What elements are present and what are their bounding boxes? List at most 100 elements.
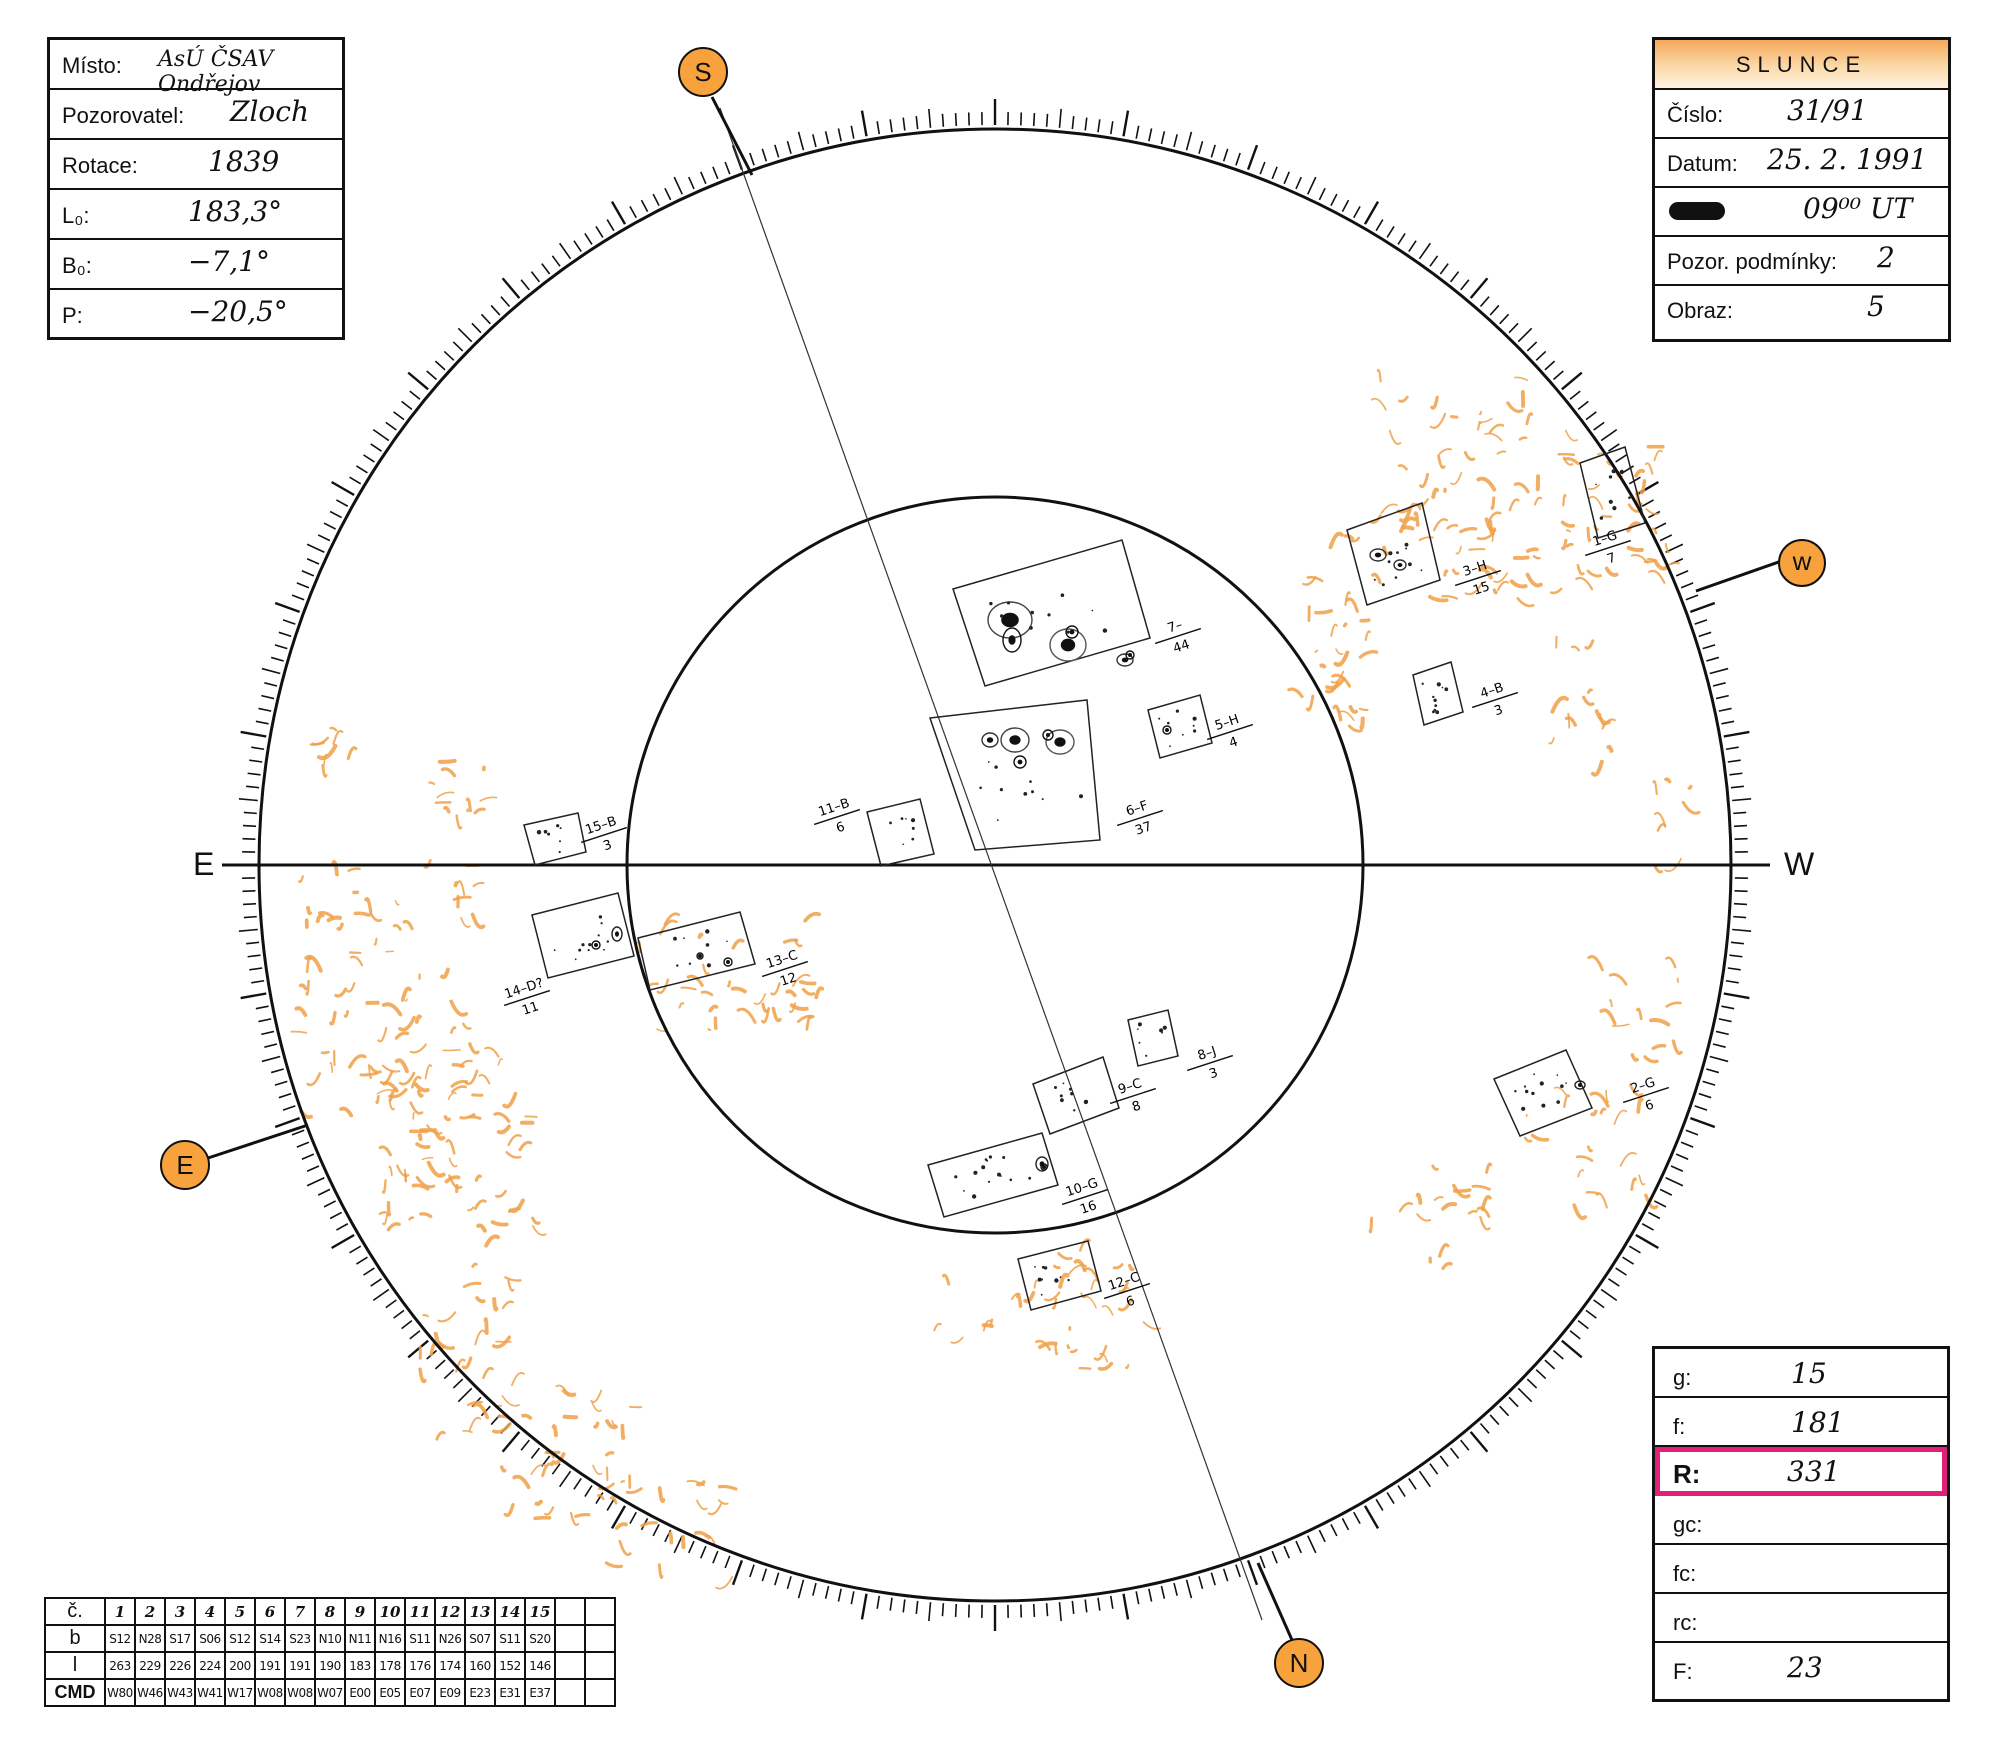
scale-tick	[1635, 1233, 1659, 1250]
region-box	[531, 892, 635, 979]
facula	[346, 982, 356, 993]
r-label: R:	[1673, 1459, 1701, 1489]
facula	[460, 917, 471, 928]
table-cell-l: 176	[404, 1651, 436, 1680]
pore-dot	[1047, 613, 1051, 617]
table-header-cmd: CMD	[44, 1678, 106, 1707]
pore-dot	[1432, 710, 1435, 714]
pore-dot	[1034, 1266, 1036, 1268]
facula	[1335, 648, 1344, 655]
table-cell-b: S12	[104, 1624, 136, 1653]
facula	[294, 1006, 308, 1017]
facula	[443, 805, 451, 814]
facula	[1526, 547, 1539, 553]
facula	[1671, 1039, 1683, 1056]
group-designation: 6–F	[1124, 798, 1150, 819]
sunspot-umbra	[1397, 563, 1403, 567]
facula	[472, 881, 485, 888]
scale-tick	[1307, 176, 1317, 195]
facula	[1588, 495, 1604, 510]
scale-tick	[1544, 1359, 1556, 1370]
facula	[1508, 498, 1520, 512]
scale-tick	[1709, 667, 1729, 675]
scale-tick	[1628, 476, 1641, 485]
e-marker: E	[160, 1140, 210, 1190]
scale-tick	[1469, 277, 1489, 299]
table-cell-b: N16	[374, 1624, 406, 1653]
facula	[1664, 857, 1682, 873]
scale-tick	[1295, 1540, 1303, 1554]
facula	[1638, 1174, 1646, 1186]
scale-tick	[385, 1299, 397, 1309]
scale-tick	[409, 390, 421, 400]
scale-tick	[246, 785, 260, 789]
scale-tick	[243, 811, 257, 815]
facula	[326, 915, 343, 923]
scale-tick	[1363, 201, 1380, 225]
facula	[435, 1430, 446, 1441]
sunspot-regions	[523, 446, 1646, 1311]
facula	[428, 781, 436, 785]
scale-tick	[1723, 992, 1750, 1000]
pore-dot	[1444, 687, 1449, 692]
scale-tick	[1628, 1245, 1641, 1254]
region-box	[952, 539, 1151, 687]
facula	[1555, 635, 1558, 649]
scale-tick	[500, 296, 511, 308]
scale-tick	[1479, 1422, 1490, 1434]
scale-tick	[407, 371, 429, 391]
pore-dot	[1533, 1073, 1535, 1076]
pore-dot	[1137, 1028, 1139, 1030]
scale-tick	[1600, 1288, 1618, 1301]
facula	[426, 1160, 446, 1178]
position-angle-scale	[229, 99, 1761, 1631]
facula	[415, 1142, 431, 1150]
facula	[433, 1128, 446, 1141]
pore-dot	[911, 826, 915, 830]
pore-dot	[987, 1180, 991, 1183]
scale-tick	[372, 1288, 390, 1301]
table-cell-l: 229	[134, 1651, 166, 1680]
facula	[805, 1015, 813, 1031]
facula	[1438, 1243, 1450, 1258]
scale-tick	[393, 1309, 405, 1319]
facula	[414, 1014, 422, 1024]
scale-tick	[1135, 125, 1140, 139]
facula	[1359, 716, 1365, 730]
scale-tick	[1353, 206, 1361, 219]
facula	[398, 1071, 416, 1086]
table-header-b: b	[44, 1624, 106, 1653]
scale-tick	[1198, 140, 1204, 154]
sunspot-umbra	[1017, 759, 1023, 765]
table-cell-cmd: W80	[104, 1678, 136, 1707]
scale-tick	[1729, 772, 1743, 776]
facula	[771, 1006, 782, 1023]
facula	[1043, 1291, 1061, 1302]
table-cell-c: 15	[524, 1597, 556, 1626]
group-spot-count: 6	[834, 820, 847, 837]
facula	[561, 1388, 577, 1398]
pore-dot	[1023, 792, 1028, 796]
scale-tick	[520, 1439, 530, 1451]
facula	[359, 1071, 379, 1077]
scale-tick	[1706, 1068, 1720, 1074]
group-designation: 2–G	[1629, 1075, 1657, 1097]
sunspot-penumbra	[696, 952, 704, 960]
facula	[461, 1356, 473, 1370]
facula	[1643, 1055, 1659, 1064]
scale-tick	[1665, 1177, 1684, 1187]
scale-tick	[1721, 1005, 1735, 1010]
facula	[1364, 630, 1371, 641]
b0-value: −7,1°	[188, 245, 270, 278]
scale-tick	[242, 824, 257, 828]
pore-dot	[1525, 1089, 1529, 1094]
scale-tick	[1341, 199, 1350, 212]
pore-dot	[1565, 1082, 1567, 1084]
scale-tick	[1071, 1600, 1075, 1614]
facula	[1418, 536, 1434, 542]
scale-tick	[687, 1540, 695, 1554]
facula	[398, 1015, 416, 1032]
pore-dot	[910, 818, 916, 823]
